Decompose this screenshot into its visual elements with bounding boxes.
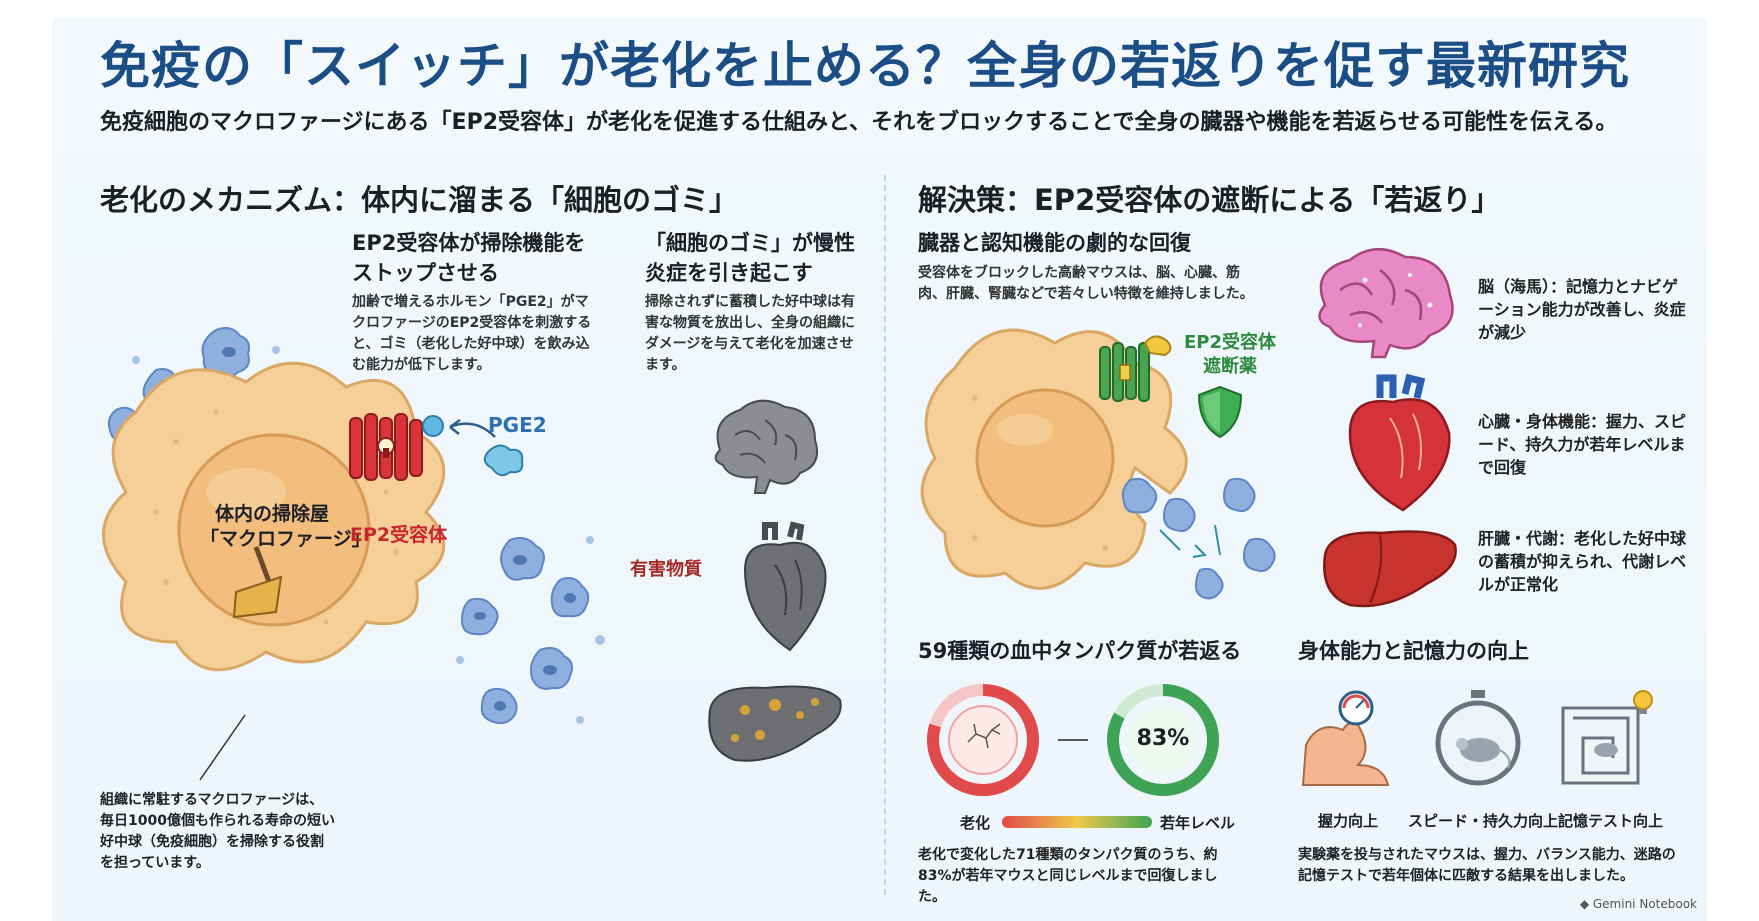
right-heading: 解決策：EP2受容体の遮断による「若返り」 [918, 183, 1501, 217]
page-title: 免疫の「スイッチ」が老化を止める？全身の若返りを促す最新研究 [100, 37, 1630, 95]
organs-body: 受容体をブロックした高齢マウスは、脳、心臓、筋肉、肝臓、腎臓などで若々しい特徴を… [918, 265, 1254, 302]
percent-label: 83% [1136, 726, 1190, 751]
maze-mouse-icon [1561, 690, 1653, 785]
ability-label-speed: スピード・持久力向上 [1408, 812, 1559, 830]
section-divider [884, 175, 886, 895]
liver-icon [1323, 530, 1457, 608]
ability-label-grip: 握力向上 [1318, 812, 1379, 830]
footer-credit: ◆ Gemini Notebook [1579, 897, 1697, 911]
protein-molecule-icon [967, 723, 1001, 749]
footer-text: Gemini Notebook [1592, 897, 1697, 911]
macrophage-label-line1: 体内の掃除屋 [215, 503, 330, 525]
left-heading: 老化のメカニズム：体内に溜まる「細胞のゴミ」 [100, 183, 739, 217]
protein-gauges [927, 684, 1219, 796]
stopwatch-mouse-icon [1435, 690, 1521, 786]
blocked-ep2-receptor-icon [1099, 335, 1172, 402]
aging-gradient-bar [1002, 816, 1152, 828]
gauge-right-label: 若年レベル [1160, 814, 1236, 832]
protein-title: 59種類の血中タンパク質が若返る [918, 639, 1242, 663]
organs-title: 臓器と認知機能の劇的な回復 [918, 231, 1191, 255]
harmful-label: 有害物質 [630, 559, 702, 580]
block1-title: EP2受容体が掃除機能をストップさせる [352, 231, 586, 285]
left-caption: 組織に常駐するマクロファージは、毎日1000億個も作られる寿命の短い好中球（免疫… [100, 792, 335, 871]
neutrophil-cluster-right [456, 536, 605, 725]
page-subtitle: 免疫細胞のマクロファージにある「EP2受容体」が老化を促進する仕組みと、それをブ… [100, 110, 1618, 135]
caption-pointer-line [199, 714, 246, 781]
macrophage-label-line2: 「マクロファージ」 [200, 528, 371, 550]
damaged-brain-icon [714, 399, 819, 494]
damaged-liver-icon [708, 685, 842, 762]
gauge-left-label: 老化 [960, 814, 991, 832]
ep2-label-left: EP2受容体 [350, 524, 448, 546]
organ-item-liver: 肝臓・代謝：老化した好中球の蓄積が抑えられ、代謝レベルが正常化 [1478, 529, 1687, 594]
organ-item-heart: 心臓・身体機能：握力、スピード、持久力が若年レベルまで回復 [1478, 412, 1687, 477]
blocker-label-line1: EP2受容体 [1183, 332, 1276, 353]
ability-body: 実験薬を投与されたマウスは、握力、バランス能力、迷路の記憶テストで若年個体に匹敵… [1298, 847, 1676, 884]
block2-body: 掃除されずに蓄積した好中球は有害な物質を放出し、全身の組織にダメージを与えて老化… [645, 294, 855, 373]
heart-icon [1348, 373, 1451, 512]
young-ring [1107, 684, 1219, 796]
neutrophil-cluster-engulfed [1121, 477, 1276, 600]
broom-icon [232, 546, 283, 619]
aging-ring [927, 684, 1039, 796]
damaged-heart-icon [743, 521, 827, 652]
ep2-receptor-icon [349, 413, 444, 481]
organ-item-brain: 脳（海馬）：記憶力とナビゲーション能力が改善し、炎症が減少 [1478, 277, 1686, 342]
protein-body: 老化で変化した71種類のタンパク質のうち、約83%が若年マウスと同じレベルまで回… [918, 847, 1218, 905]
pge2-label: PGE2 [488, 413, 547, 437]
pge2-arrow-icon [449, 418, 496, 438]
percent-ring-fill [1107, 684, 1219, 796]
ability-label-memory: 記憶テスト向上 [1558, 812, 1664, 830]
shield-icon [1197, 385, 1243, 439]
block2-title: 「細胞のゴミ」が慢性炎症を引き起こす [645, 231, 855, 285]
brain-icon [1318, 248, 1454, 359]
pge2-molecule-icon [483, 444, 524, 477]
muscle-gauge-icon [1301, 690, 1390, 786]
blocker-label-line2: 遮断薬 [1203, 356, 1257, 377]
block1-body: 加齢で増えるホルモン「PGE2」がマクロファージのEP2受容体を刺激すると、ゴミ… [352, 294, 592, 373]
ability-title: 身体能力と記憶力の向上 [1298, 639, 1529, 663]
